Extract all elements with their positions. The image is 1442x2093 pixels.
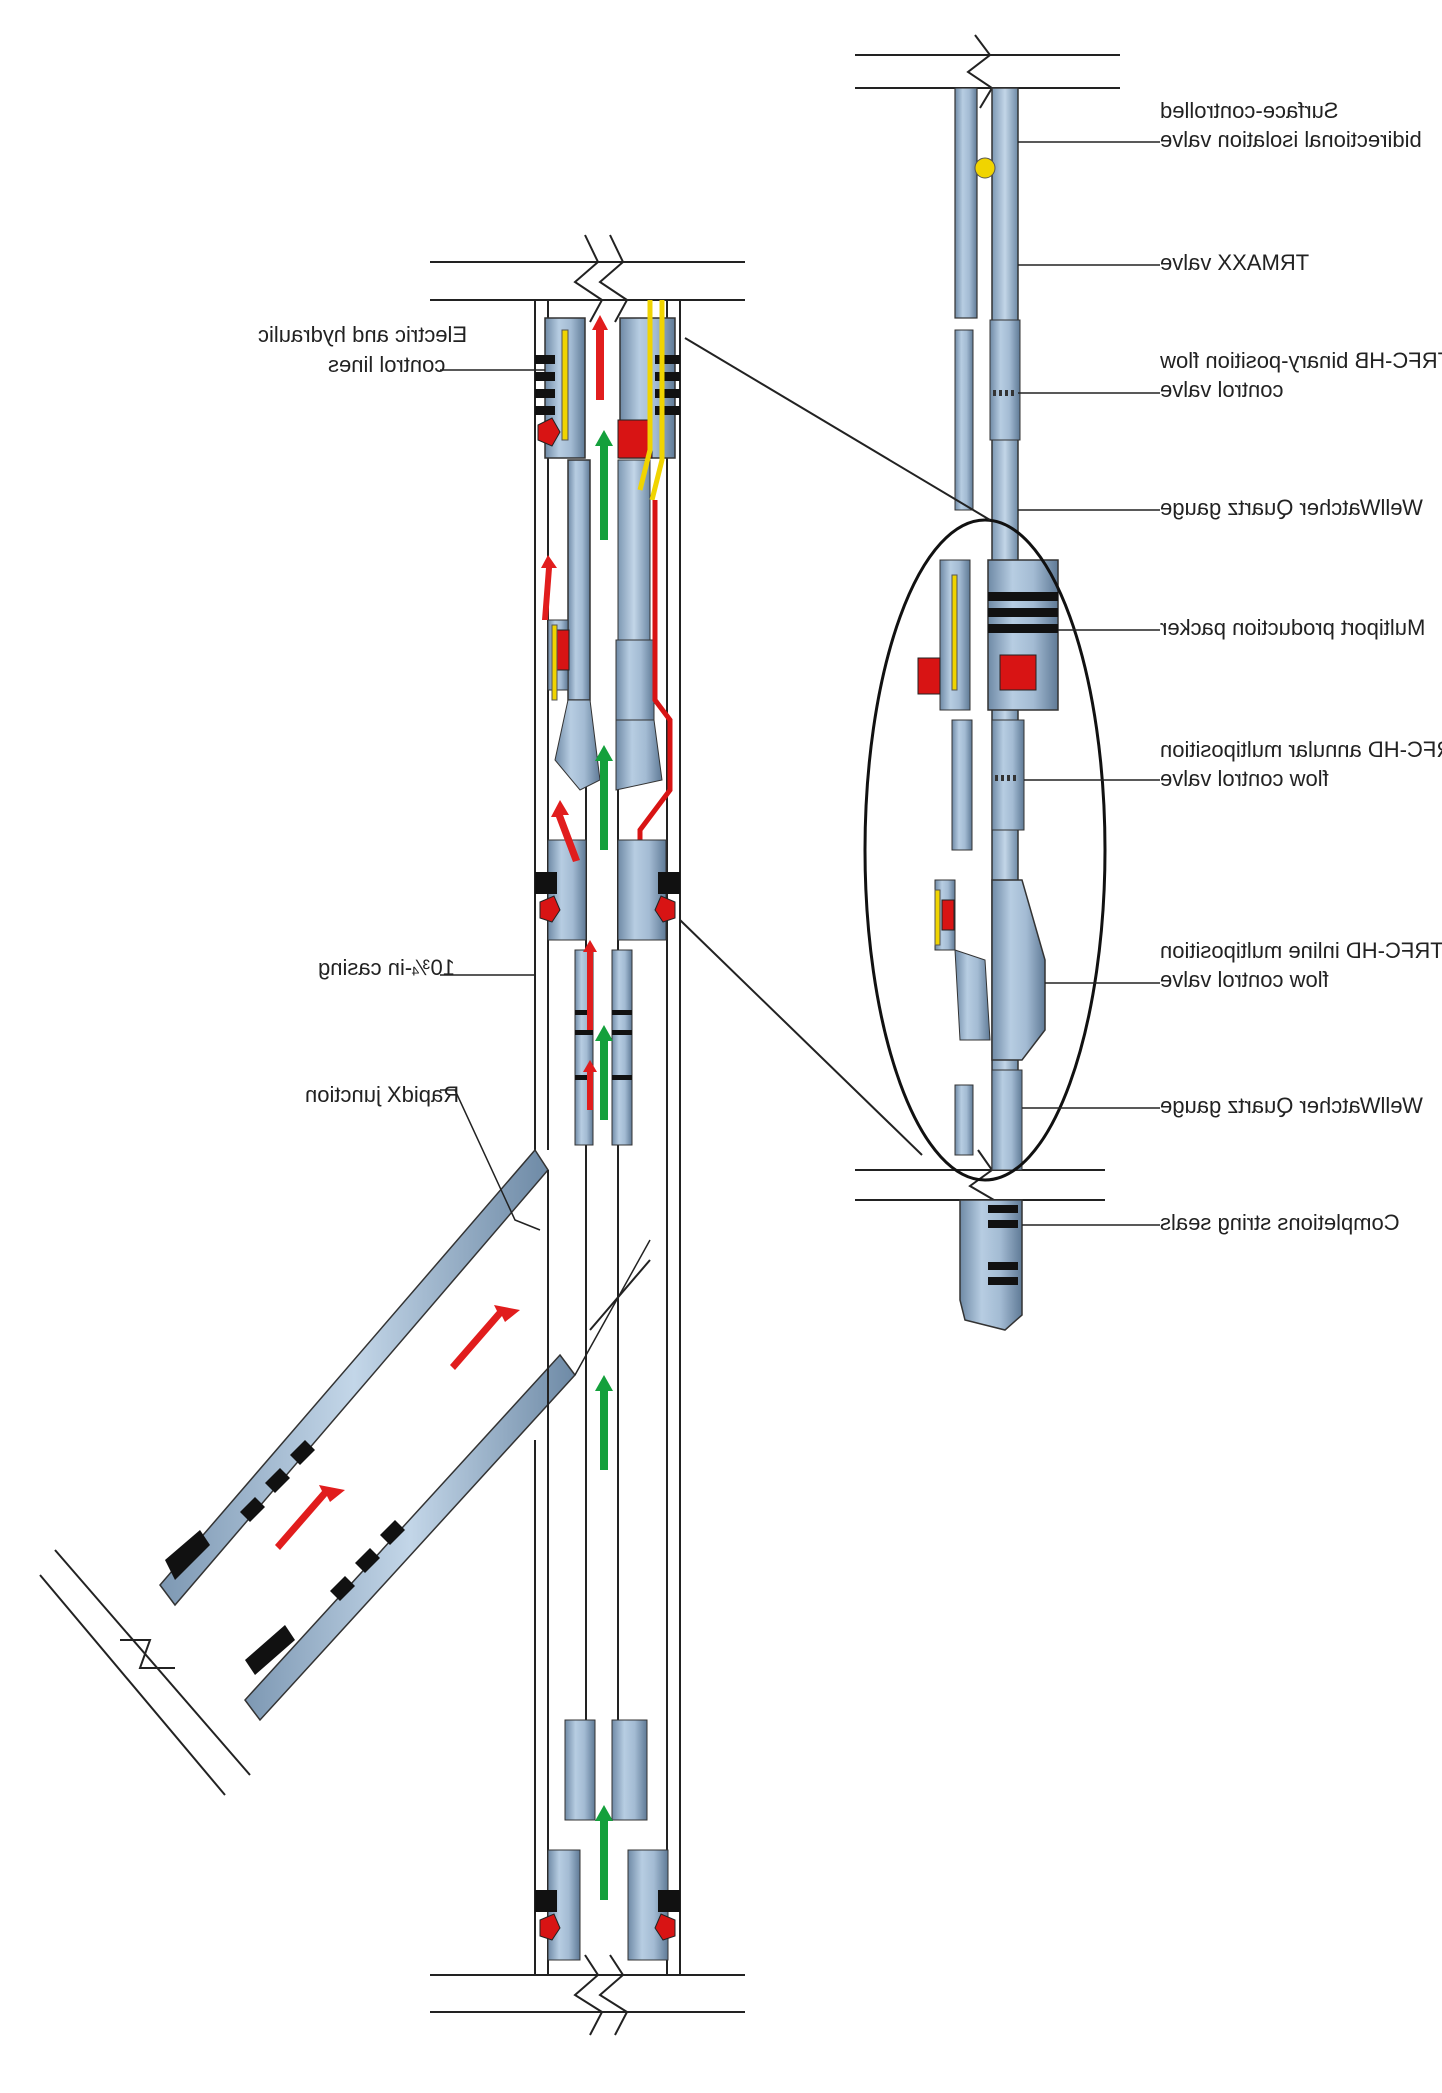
label-casing: 10¾-in casing <box>318 955 455 980</box>
label-trfc-hb-line1: TRFC-HB binary-position flow <box>1160 348 1442 373</box>
upper-packer-right <box>615 317 680 791</box>
bottom-break-lines <box>430 1954 745 2036</box>
label-trfc-hd-inline-line1: TRFC-HD inline multiposition <box>1160 938 1442 963</box>
casing-walls <box>534 300 681 1975</box>
label-isolation-valve-line2: bidirectional isolation valve <box>1160 127 1422 152</box>
detail-string <box>679 34 1160 1331</box>
upper-packer-left <box>535 317 601 791</box>
label-trfc-hb-line2: control valve <box>1160 377 1284 402</box>
label-trmaxx-valve: TRMAXX valve <box>1160 250 1309 275</box>
main-wellbore <box>39 234 745 2036</box>
label-isolation-valve-line1: Surface-controlled <box>1160 98 1339 123</box>
label-multiport-packer: Multiport production packer <box>1160 615 1425 640</box>
label-trfc-hd-annular-line1: TRFC-HD annular multiposition <box>1160 737 1442 762</box>
right-labels: Surface-controlled bidirectional isolati… <box>1160 98 1442 1235</box>
red-flow-arrows <box>275 315 608 1550</box>
label-electric-hydraulic-line2: control lines <box>328 352 445 377</box>
label-wellwatcher-bottom: WellWatcher Quartz gauge <box>1160 1093 1423 1118</box>
lateral-branch <box>39 1148 651 1796</box>
label-wellwatcher-top: WellWatcher Quartz gauge <box>1160 495 1423 520</box>
label-completions-seals: Completions string seals <box>1160 1210 1400 1235</box>
left-labels: Electric and hydraulic control lines 10¾… <box>258 322 467 1107</box>
label-rapidx-junction: RapidX junction <box>305 1082 459 1107</box>
label-trfc-hd-inline-line2: flow control valve <box>1160 967 1329 992</box>
control-lines <box>637 300 673 860</box>
left-leader-lines <box>440 369 545 1231</box>
label-trfc-hd-annular-line2: flow control valve <box>1160 766 1329 791</box>
label-electric-hydraulic-line1: Electric and hydraulic <box>258 322 467 347</box>
green-flow-arrows <box>595 430 613 1900</box>
inner-tubing <box>585 760 619 1720</box>
top-break-lines <box>430 234 745 323</box>
lower-packer <box>535 1719 680 1961</box>
